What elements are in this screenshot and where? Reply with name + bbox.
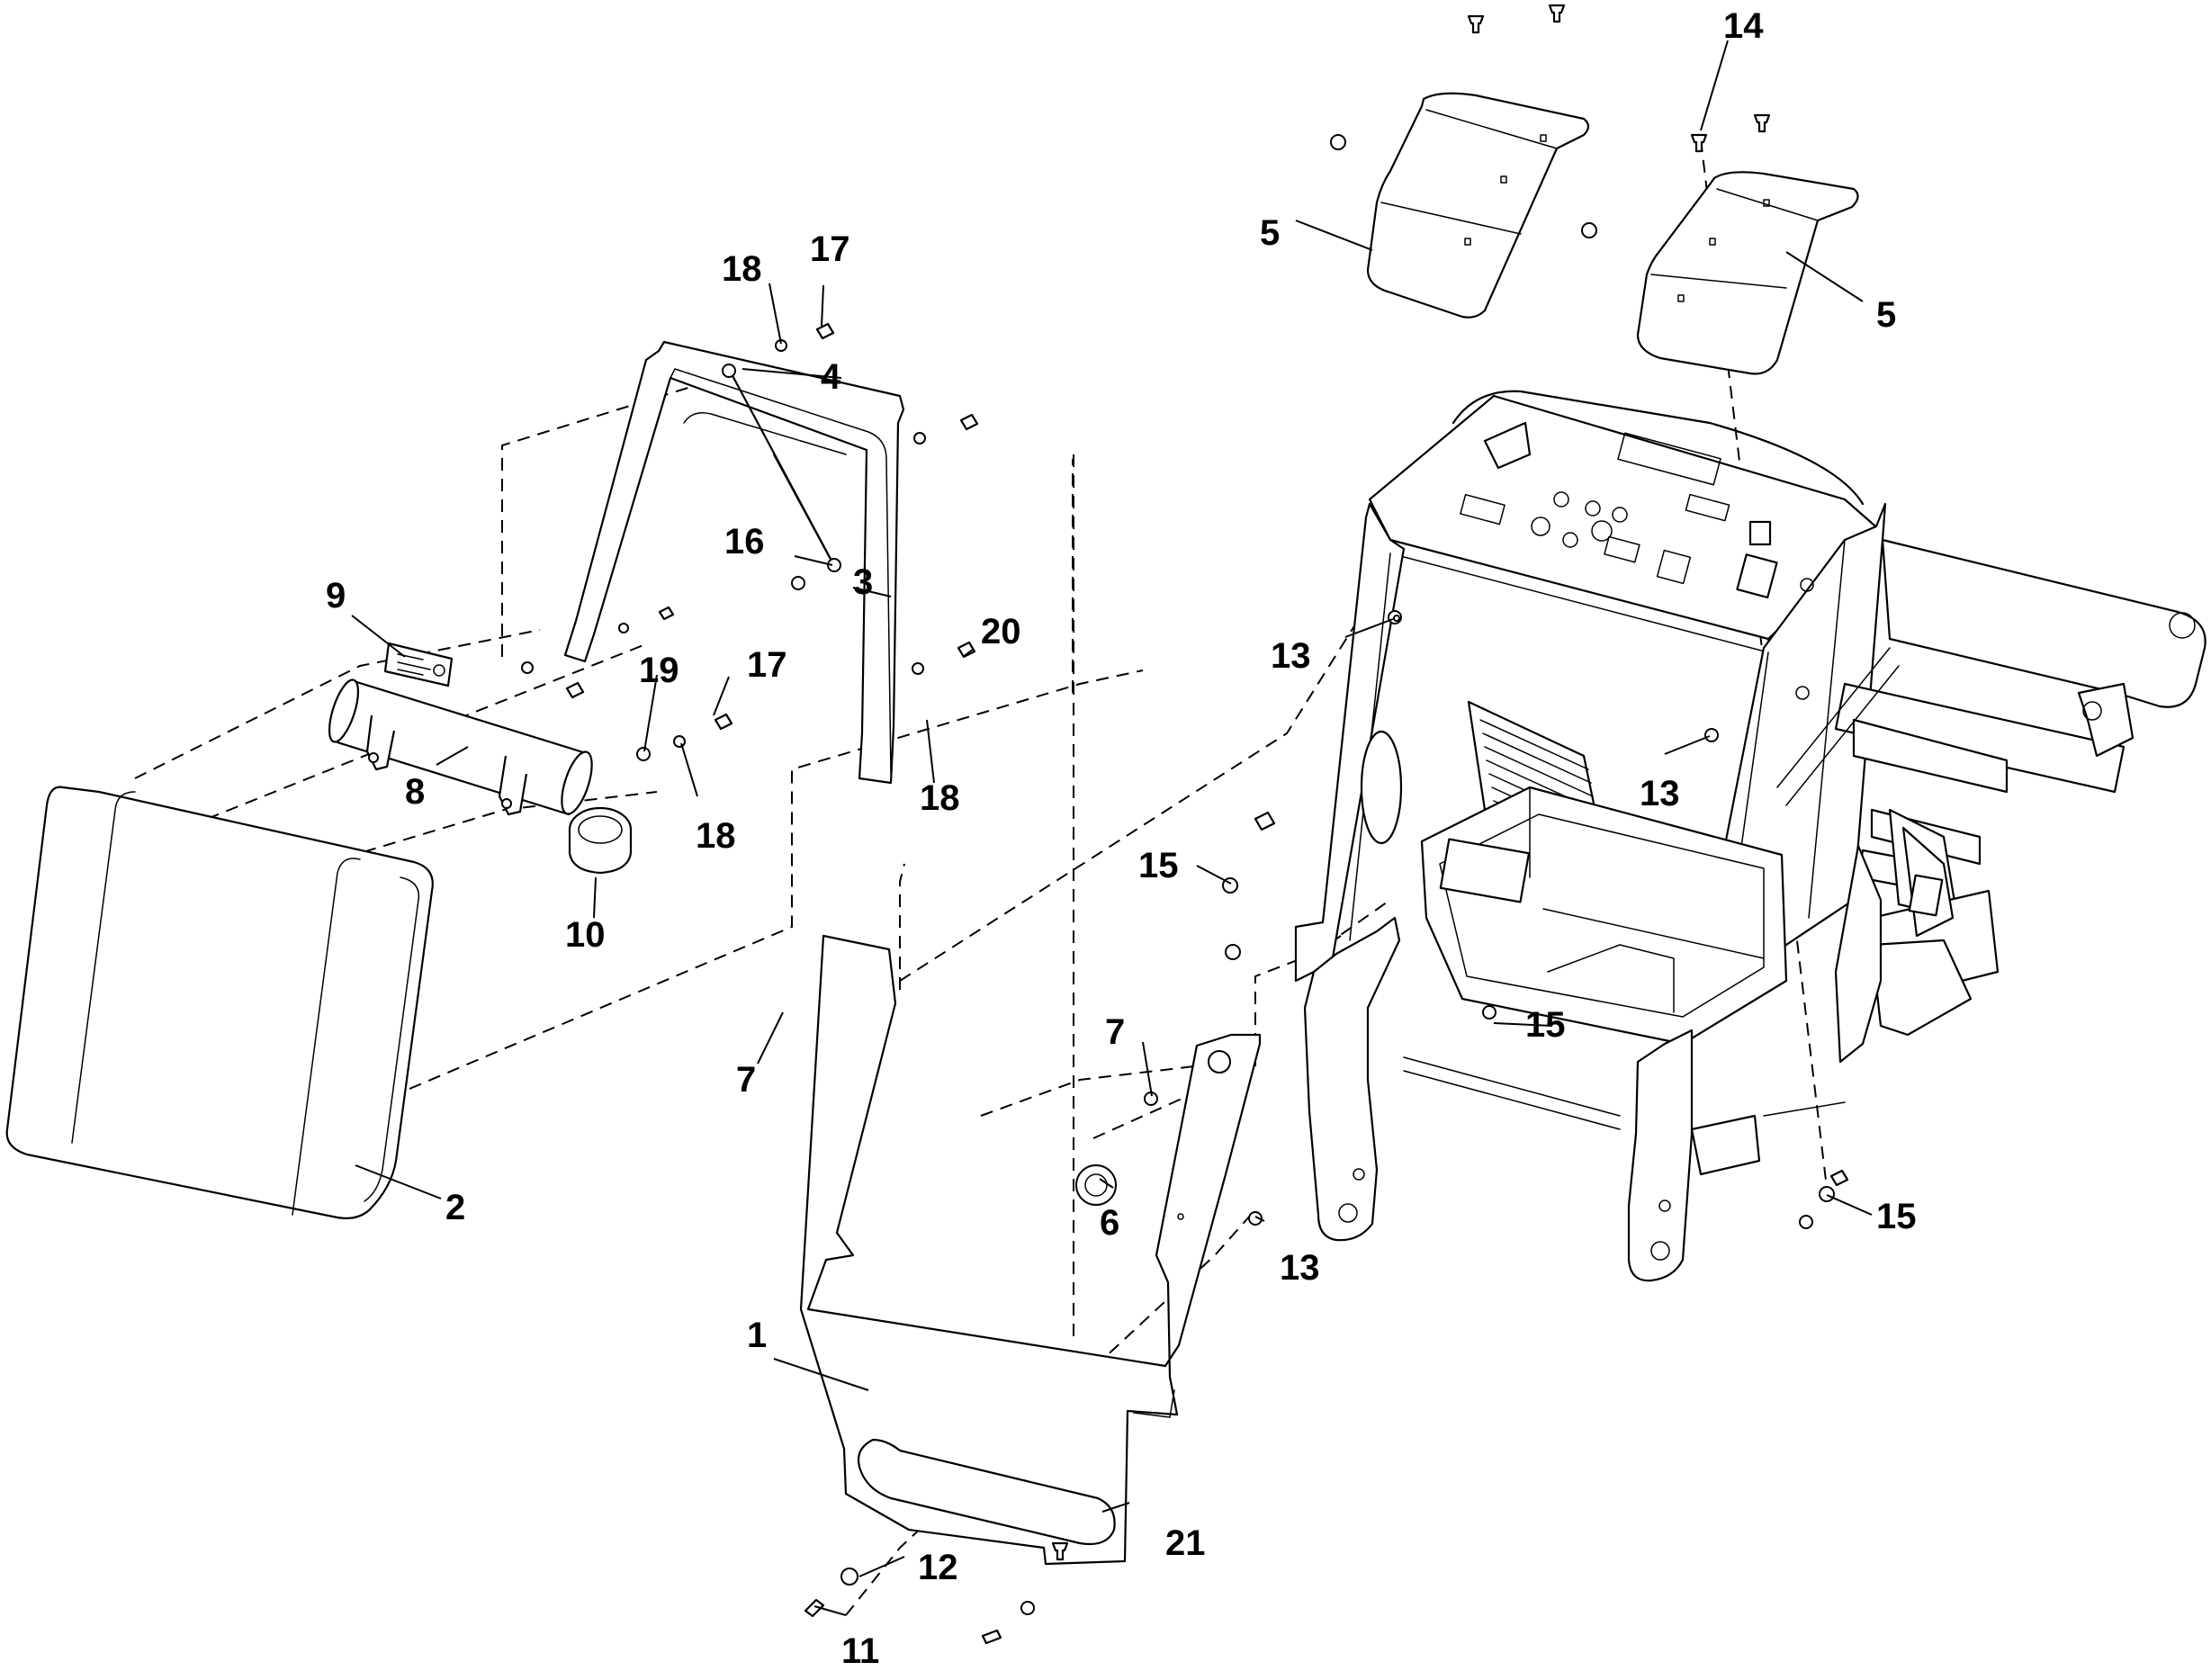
callout-9: 9	[326, 576, 346, 615]
callout-17-mid: 17	[747, 645, 787, 685]
callout-18-mid: 18	[696, 816, 736, 856]
callout-12: 12	[918, 1548, 958, 1587]
callout-20: 20	[981, 612, 1021, 651]
callout-1: 1	[747, 1316, 767, 1355]
callout-14: 14	[1723, 6, 1764, 46]
callout-3: 3	[853, 562, 873, 602]
callout-6: 6	[1100, 1203, 1119, 1243]
callout-7-right: 7	[1105, 1012, 1125, 1052]
callout-13-mid: 13	[1640, 774, 1680, 813]
callout-5-left: 5	[1260, 213, 1280, 253]
plate-fasteners	[1330, 4, 1771, 238]
bushing	[568, 806, 633, 875]
cover-plate-right	[1636, 171, 1859, 375]
seat-hardware	[521, 322, 979, 761]
callout-18-right: 18	[920, 778, 960, 818]
callout-19: 19	[639, 651, 679, 690]
callout-4: 4	[821, 357, 841, 397]
callout-5-right: 5	[1876, 295, 1896, 335]
rear-panel	[799, 934, 1262, 1566]
callout-15-right: 15	[1876, 1197, 1917, 1236]
seat-cushion	[5, 786, 434, 1219]
tube-assembly	[328, 678, 593, 816]
gas-strut	[722, 364, 841, 572]
callout-13-bottom: 13	[1280, 1248, 1320, 1288]
callout-7-left: 7	[736, 1060, 756, 1100]
callout-13-top: 13	[1271, 636, 1311, 676]
callout-18-top: 18	[722, 249, 762, 289]
callout-16: 16	[724, 522, 765, 561]
callout-15-mid: 15	[1525, 1005, 1566, 1045]
callout-21: 21	[1165, 1523, 1206, 1563]
main-frame	[1294, 390, 2207, 1282]
callout-10: 10	[565, 915, 606, 955]
callout-11: 11	[841, 1631, 879, 1671]
callout-17-top: 17	[810, 229, 850, 269]
callout-15-left: 15	[1138, 846, 1179, 885]
seat-frame	[563, 340, 905, 785]
cover-plate-left	[1366, 92, 1590, 319]
callout-labels: 1 2 3 4 5 5 6 7 7 8 9 10 11 12 13 13 13 …	[326, 6, 1917, 1671]
callout-8: 8	[405, 772, 425, 812]
callout-2: 2	[445, 1188, 465, 1227]
leader-lines	[351, 40, 1873, 1616]
